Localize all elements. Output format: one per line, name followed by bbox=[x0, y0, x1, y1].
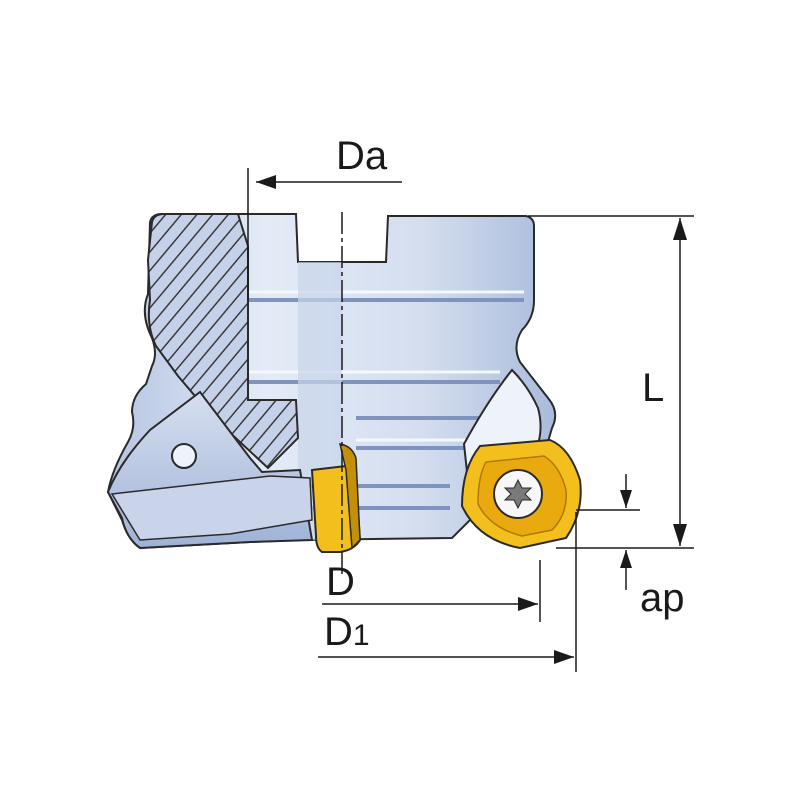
body-highlights bbox=[248, 290, 524, 442]
label-d1-main: D bbox=[324, 610, 353, 654]
left-wedge bbox=[110, 475, 313, 541]
label-d1-sub: 1 bbox=[352, 619, 370, 652]
label-ap: ap bbox=[640, 576, 685, 620]
l-dimension bbox=[528, 215, 694, 549]
label-da: Da bbox=[336, 134, 388, 178]
d-dimension bbox=[322, 560, 541, 622]
torx-screw-icon bbox=[503, 478, 533, 510]
da-dimension bbox=[247, 168, 402, 300]
label-d: D bbox=[326, 560, 355, 604]
side-insert-edge bbox=[339, 443, 361, 550]
label-l: L bbox=[642, 366, 665, 410]
label-d1: D1 bbox=[324, 612, 370, 652]
hatched-section bbox=[146, 213, 300, 470]
ap-dimension bbox=[576, 474, 640, 590]
hex-insert bbox=[460, 438, 582, 550]
screw-hole bbox=[171, 443, 197, 469]
d1-dimension bbox=[318, 512, 577, 672]
